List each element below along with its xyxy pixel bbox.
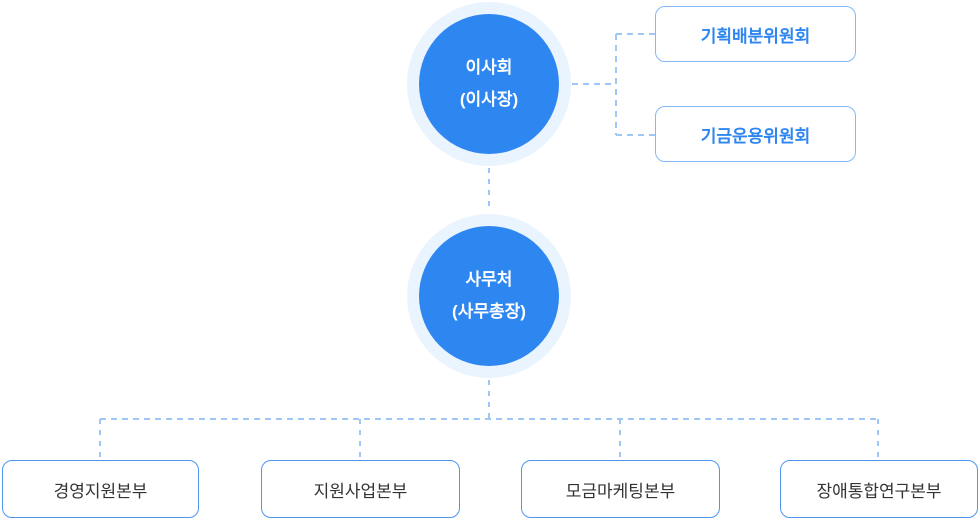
division-label: 지원사업본부	[313, 481, 408, 501]
committee-label: 기획배분위원회	[700, 26, 811, 46]
secretariat-label-line1: 사무처	[465, 269, 513, 289]
node-board: 이사회 (이사장)	[407, 2, 571, 166]
node-division-research: 장애통합연구본부	[780, 460, 978, 518]
node-committee-fund: 기금운용위원회	[655, 106, 856, 162]
node-secretariat-circle: 사무처 (사무총장)	[419, 226, 559, 366]
division-label: 모금마케팅본부	[565, 481, 676, 501]
node-committee-planning: 기획배분위원회	[655, 6, 856, 62]
division-label: 장애통합연구본부	[816, 481, 942, 501]
board-label-line1: 이사회	[465, 57, 513, 77]
node-board-circle: 이사회 (이사장)	[419, 14, 559, 154]
node-secretariat: 사무처 (사무총장)	[407, 214, 571, 378]
node-division-support: 지원사업본부	[261, 460, 460, 518]
node-division-fundraising: 모금마케팅본부	[521, 460, 720, 518]
division-label: 경영지원본부	[53, 481, 148, 501]
committee-label: 기금운용위원회	[700, 126, 811, 146]
node-division-management: 경영지원본부	[2, 460, 199, 518]
secretariat-label-line2: (사무총장)	[452, 302, 526, 321]
board-label-line2: (이사장)	[459, 90, 519, 109]
